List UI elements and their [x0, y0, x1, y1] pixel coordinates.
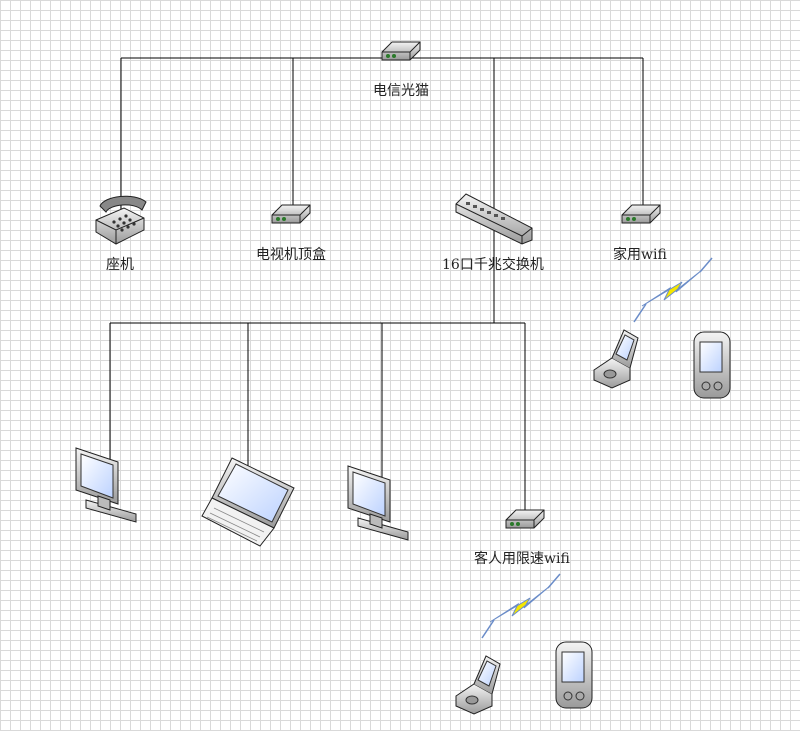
monitor-icon [75, 447, 137, 523]
home-wifi-label: 家用wifi [613, 247, 667, 263]
guest-flip-phone[interactable] [455, 655, 501, 715]
flip-phone-icon [593, 329, 639, 389]
guest-wifi-label: 客人用限速wifi [474, 551, 570, 567]
pda-icon [555, 641, 593, 709]
pda-icon [693, 331, 731, 399]
desktop-1-node[interactable] [75, 447, 137, 523]
connection-lines [109, 57, 644, 520]
landline-node[interactable] [95, 195, 147, 245]
modem-node[interactable] [381, 41, 421, 61]
settop-box-icon [271, 204, 311, 224]
settop-box-label: 电视机顶盒 [256, 247, 326, 263]
telephone-icon [95, 195, 147, 245]
guest-wifi-node[interactable] [505, 509, 545, 529]
home-wifi-node[interactable] [621, 204, 661, 224]
wifi-router-icon [505, 509, 545, 529]
flip-phone-icon [455, 655, 501, 715]
desktop-2-node[interactable] [347, 465, 409, 541]
home-wireless-link [633, 257, 713, 323]
switch-icon [455, 193, 533, 245]
settop-box-node[interactable] [271, 204, 311, 224]
laptop-node[interactable] [201, 457, 295, 547]
laptop-icon [201, 457, 295, 547]
switch-node[interactable] [455, 193, 533, 245]
switch-label: 16口千兆交换机 [442, 257, 544, 273]
lightning-icon [633, 257, 713, 323]
wifi-router-icon [621, 204, 661, 224]
guest-wireless-link [481, 573, 561, 639]
guest-pda[interactable] [555, 641, 593, 709]
router-icon [381, 41, 421, 61]
landline-label: 座机 [106, 257, 134, 273]
monitor-icon [347, 465, 409, 541]
home-flip-phone[interactable] [593, 329, 639, 389]
modem-label: 电信光猫 [373, 83, 429, 99]
home-pda[interactable] [693, 331, 731, 399]
lightning-icon [481, 573, 561, 639]
